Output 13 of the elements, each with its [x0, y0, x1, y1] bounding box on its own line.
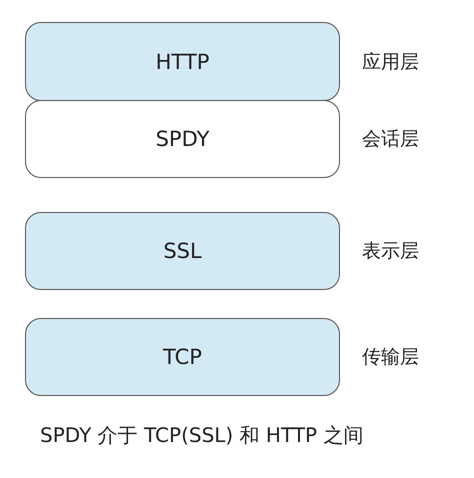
layer-label: 表示层: [362, 239, 419, 264]
layer-box: [25, 22, 340, 101]
layer-box: [25, 100, 340, 178]
layer-label: 传输层: [362, 345, 419, 370]
layer-box: [25, 212, 340, 290]
caption: SPDY 介于 TCP(SSL) 和 HTTP 之间: [40, 422, 364, 449]
protocol-name: HTTP: [156, 50, 210, 74]
protocol-name: SSL: [163, 239, 202, 263]
layer-label: 应用层: [362, 50, 419, 74]
layer-label: 会话层: [362, 127, 419, 152]
layer-box: [25, 318, 340, 396]
protocol-name: SPDY: [156, 127, 210, 151]
protocol-name: TCP: [163, 345, 202, 369]
